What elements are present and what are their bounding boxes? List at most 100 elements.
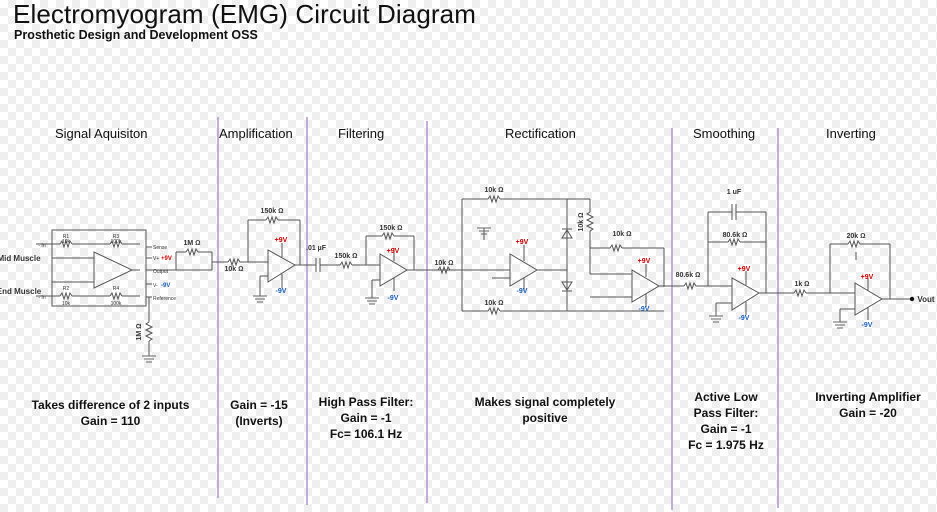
amp-vpos: +9V xyxy=(275,237,288,244)
amp-feedback-resistor xyxy=(265,215,279,225)
desc-rectification: Makes signal completely positive xyxy=(465,394,625,426)
label-filter-rin: 150k Ω xyxy=(335,253,358,260)
rect-feedback-resistor-top xyxy=(487,194,501,204)
desc-line: Gain = -20 xyxy=(839,406,897,420)
desc-line: Pass Filter: xyxy=(693,406,759,420)
stage-label-amplification: Amplification xyxy=(219,126,293,141)
inv-vpos: +9V xyxy=(861,274,874,281)
label-amp-rf: 150k Ω xyxy=(261,208,284,215)
smooth-feedback-resistor xyxy=(727,237,741,247)
desc-line: Inverting Amplifier xyxy=(815,390,921,404)
smooth-vpos: +9V xyxy=(738,266,751,273)
desc-signal-acquisition: Takes difference of 2 inputs Gain = 110 xyxy=(28,397,193,429)
label-rect-rin: 10k Ω xyxy=(434,260,453,267)
amp-vneg: -9V xyxy=(276,288,287,295)
ina-pin-in-minus: - In xyxy=(38,243,45,249)
desc-line: Makes signal completely xyxy=(474,395,616,409)
stage-dividers xyxy=(217,117,779,510)
ina-r1 xyxy=(59,239,73,249)
amp-input-resistor xyxy=(227,257,241,267)
label-rect-rf-top: 10k Ω xyxy=(484,187,503,194)
label-inv-rf: 20k Ω xyxy=(846,233,865,240)
label-smooth-rin: 80.6k Ω xyxy=(676,272,701,279)
rect-feedback-resistor-bottom xyxy=(487,306,501,316)
rect-sum-vpos: +9V xyxy=(638,258,651,265)
label-1m-ref: 1M Ω xyxy=(136,323,143,340)
ina-pin-vminus: V- xyxy=(153,283,158,289)
ina-pin-reference: Reference xyxy=(153,296,176,302)
stage-label-filtering: Filtering xyxy=(338,126,385,141)
desc-line: Gain = -15 xyxy=(230,398,288,412)
desc-line: Gain = -1 xyxy=(340,411,392,425)
label-rect-r-sum: 10k Ω xyxy=(612,231,631,238)
label-inv-rin: 1k Ω xyxy=(794,281,809,288)
page-title: Electromyogram (EMG) Circuit Diagram xyxy=(13,0,477,29)
rect-diode-top xyxy=(561,229,573,239)
rect-input-resistor xyxy=(437,265,451,275)
rect-sum-vneg: -9V xyxy=(639,306,650,313)
ina-r4 xyxy=(109,291,123,301)
ina-r1-label: R1 xyxy=(63,234,70,240)
desc-line: Gain = -1 xyxy=(700,422,752,436)
ina-pin-vplus: V+ xyxy=(153,256,159,262)
ina-supply-pos: +9V xyxy=(161,256,172,262)
vout-terminal xyxy=(909,296,915,302)
ina-r1-value: 10k xyxy=(62,239,71,245)
inv-feedback-resistor xyxy=(847,239,861,249)
desc-line: (Inverts) xyxy=(235,414,283,428)
ref-resistor-1m xyxy=(144,321,154,342)
smooth-vneg: -9V xyxy=(739,315,750,322)
label-smooth-rf: 80.6k Ω xyxy=(723,232,748,239)
ina-r3-label: R3 xyxy=(113,234,120,240)
page-subtitle: Prosthetic Design and Development OSS xyxy=(14,28,258,42)
ina-r2-value: 10k xyxy=(62,301,71,307)
inv-vneg: -9V xyxy=(862,322,873,329)
desc-line: Gain = 110 xyxy=(80,414,141,428)
rect-sum-resistor xyxy=(609,243,623,253)
desc-filtering: High Pass Filter: Gain = -1 Fc= 106.1 Hz xyxy=(312,394,420,442)
desc-line: High Pass Filter: xyxy=(318,395,414,409)
smooth-opamp xyxy=(731,277,760,311)
rect-vertical-resistor xyxy=(585,211,595,232)
ina-r4-value: 100k xyxy=(111,301,122,307)
ina-r2 xyxy=(59,291,73,301)
desc-line: positive xyxy=(522,411,568,425)
filter-vpos: +9V xyxy=(387,248,400,255)
filter-vneg: -9V xyxy=(388,295,399,302)
desc-line: Takes difference of 2 inputs xyxy=(31,398,190,412)
smooth-input-resistor xyxy=(683,281,697,291)
rect-diode-bottom xyxy=(561,281,573,291)
desc-line: Fc = 1.975 Hz xyxy=(688,438,764,452)
resistor-1m xyxy=(185,247,199,257)
label-1m-top: 1M Ω xyxy=(183,240,200,247)
input-label-end-muscle: End Muscle xyxy=(0,287,42,296)
filter-feedback-resistor xyxy=(381,231,395,241)
stage-label-inverting: Inverting xyxy=(826,126,876,141)
ina-r3-value: 100k xyxy=(111,239,122,245)
desc-smoothing: Active Low Pass Filter: Gain = -1 Fc = 1… xyxy=(676,389,776,453)
rect-vneg: -9V xyxy=(517,288,528,295)
ina-r4-label: R4 xyxy=(113,286,120,292)
instrumentation-amp-box xyxy=(51,229,147,307)
label-vout: Vout xyxy=(917,295,935,304)
stage-label-signal-acquisition: Signal Aquisiton xyxy=(55,126,148,141)
label-rect-r-bot: 10k Ω xyxy=(484,300,503,307)
filter-input-resistor xyxy=(339,260,353,270)
desc-inverting: Inverting Amplifier Gain = -20 xyxy=(806,389,930,421)
ina-supply-neg: -9V xyxy=(161,283,170,289)
desc-amplification: Gain = -15 (Inverts) xyxy=(222,397,296,429)
stage-label-rectification: Rectification xyxy=(505,126,576,141)
label-filter-rf: 150k Ω xyxy=(380,225,403,232)
desc-line: Active Low xyxy=(694,390,758,404)
label-amp-rin: 10k Ω xyxy=(224,266,243,273)
label-rect-r-vert: 10k Ω xyxy=(578,212,585,231)
ina-opamp xyxy=(93,251,134,289)
label-smooth-cap: 1 uF xyxy=(727,189,742,196)
ina-r2-label: R2 xyxy=(63,286,70,292)
inv-input-resistor xyxy=(793,288,807,298)
ina-pin-in-plus: - In xyxy=(38,295,45,301)
ina-r3 xyxy=(109,239,123,249)
label-hp-cap: .01 µF xyxy=(306,245,327,252)
amp-opamp xyxy=(267,249,296,283)
stage-label-smoothing: Smoothing xyxy=(693,126,756,141)
